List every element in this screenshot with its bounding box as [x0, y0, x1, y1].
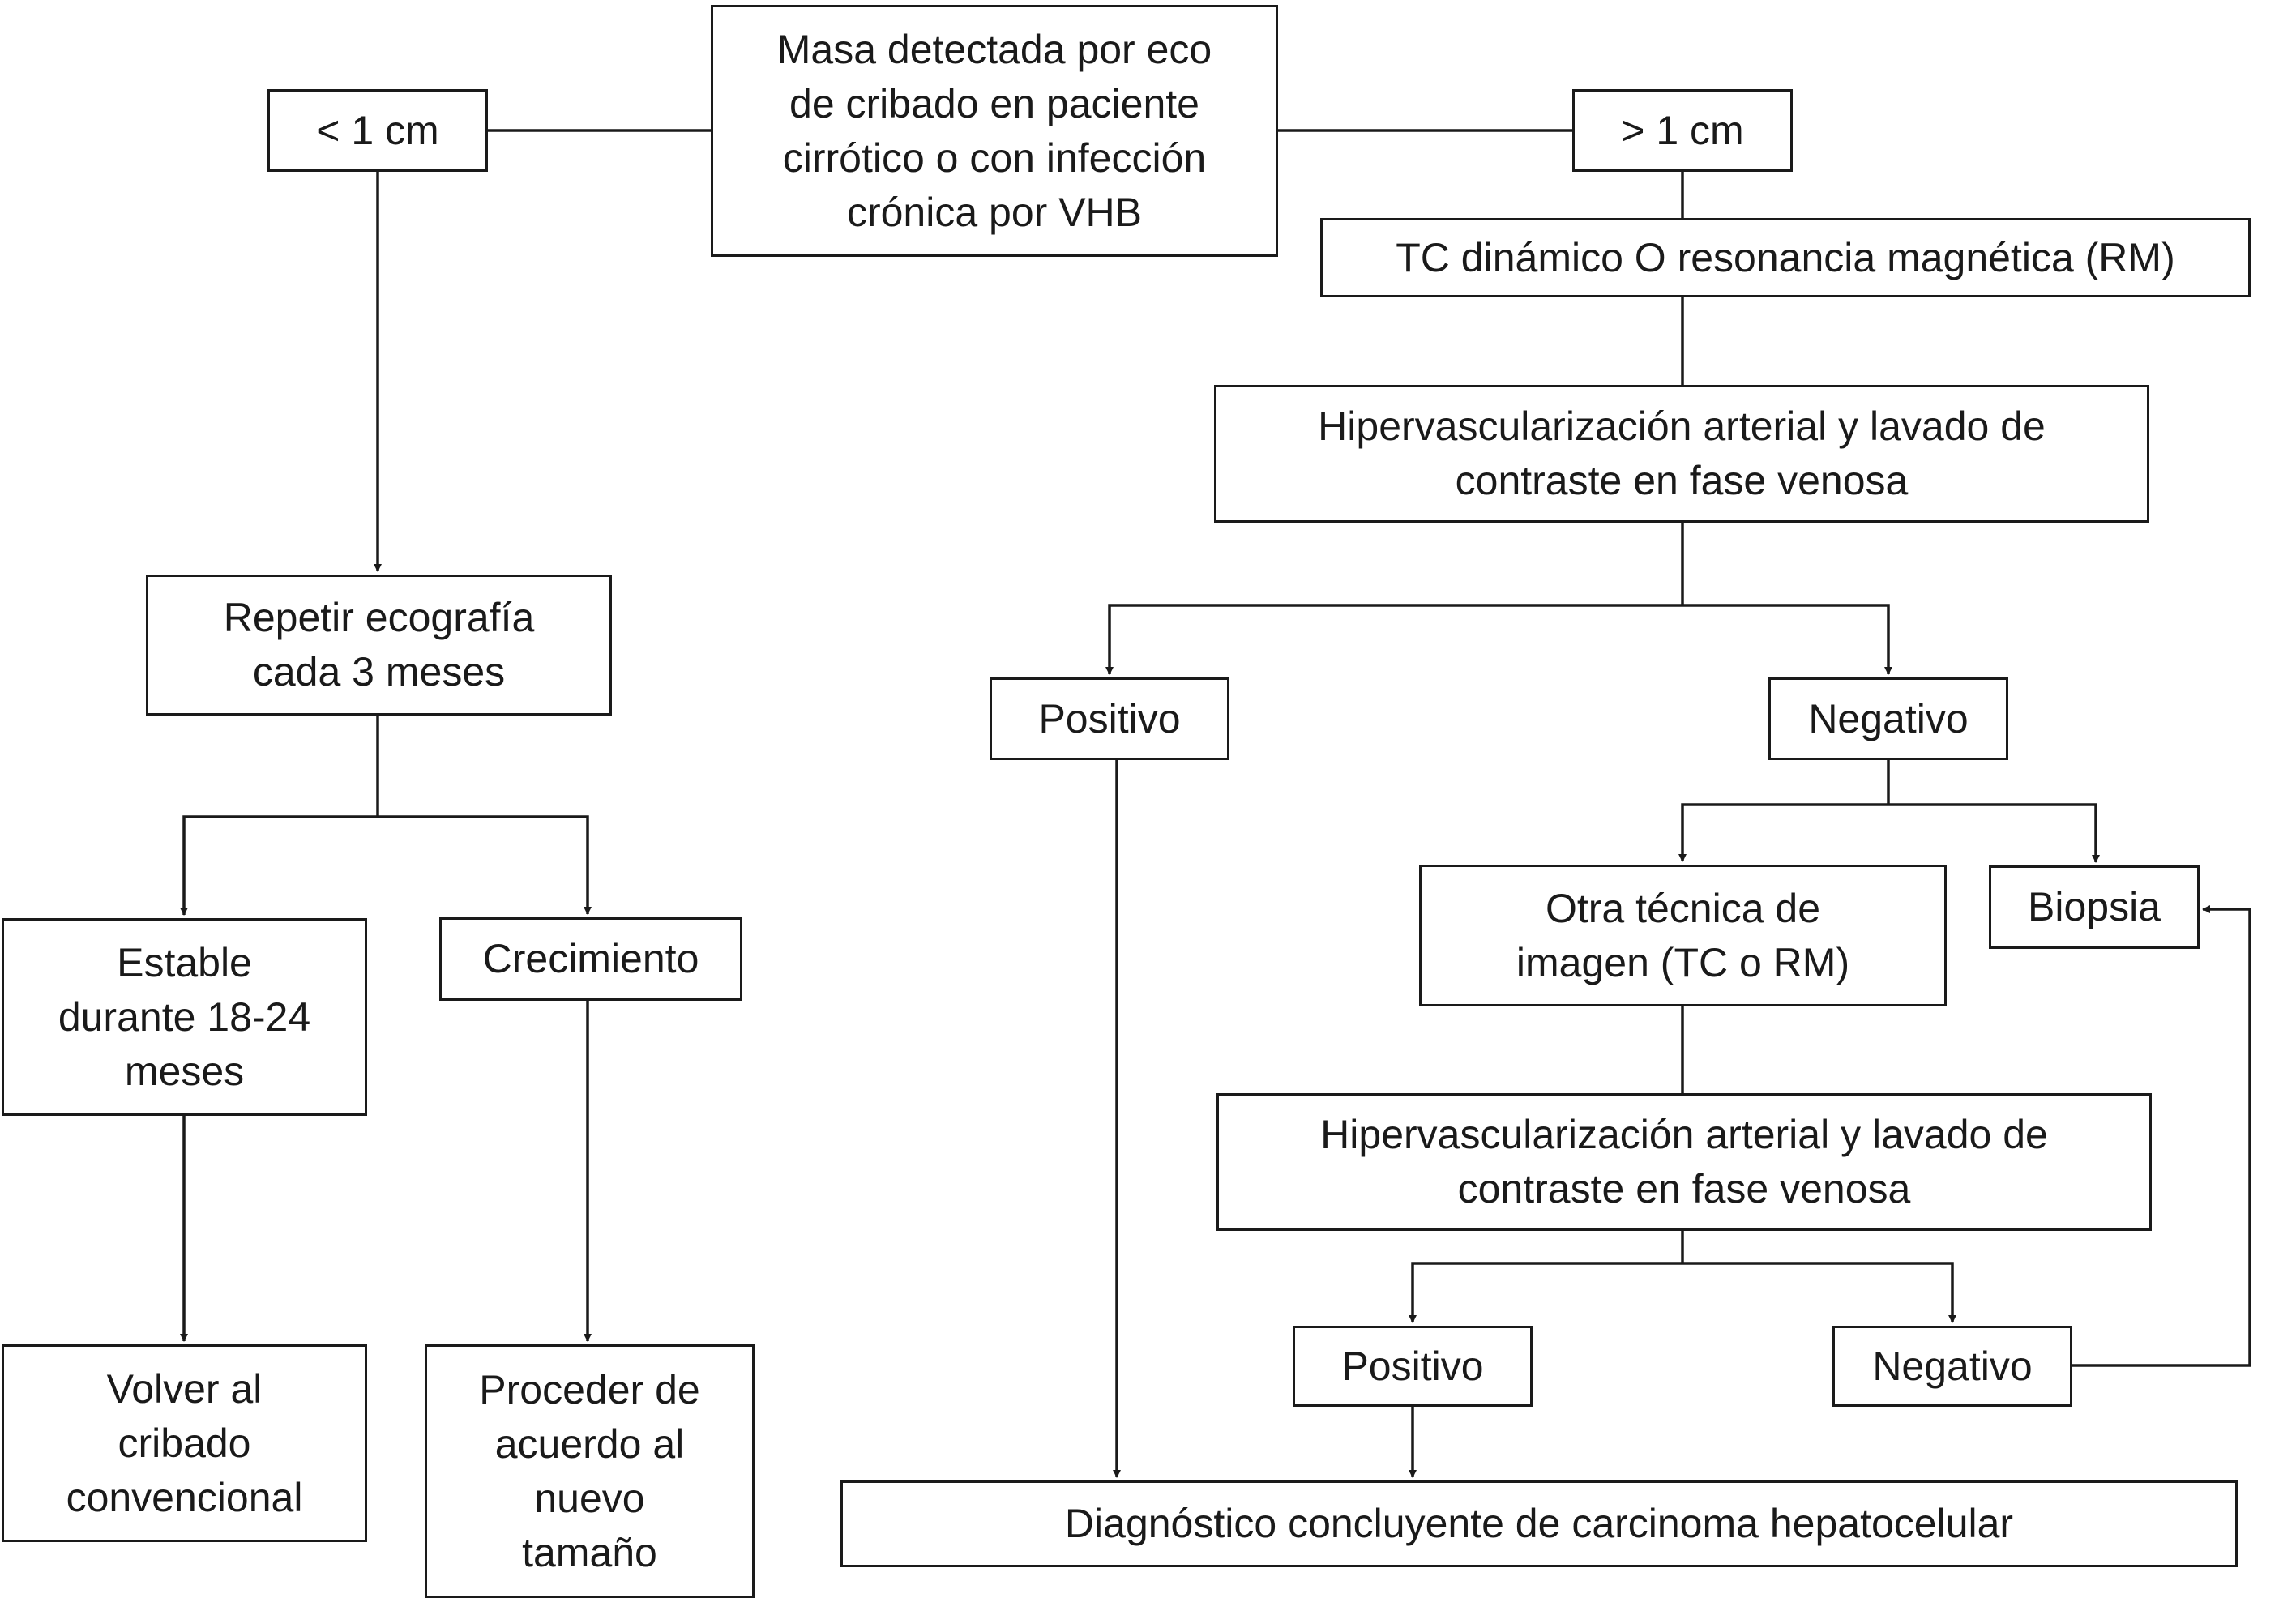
node-hypervascularization-1: Hipervascularización arterial y lavado d… [1214, 385, 2149, 523]
node-proceed-by-size: Proceder de acuerdo al nuevo tamaño [425, 1344, 755, 1598]
node-positive-2: Positivo [1293, 1326, 1533, 1407]
node-greater-than-1cm: > 1 cm [1572, 89, 1793, 172]
node-stable: Estable durante 18-24 meses [2, 918, 367, 1116]
node-return-to-screening: Volver al cribado convencional [2, 1344, 367, 1542]
node-biopsy: Biopsia [1989, 865, 2200, 949]
node-growth: Crecimiento [439, 917, 742, 1001]
node-screening-mass: Masa detectada por eco de cribado en pac… [711, 5, 1278, 257]
connector-to-neg2 [1682, 1262, 1956, 1323]
connector-neg2-biopsia [2072, 905, 2251, 1367]
connector-to-otra [1678, 803, 1888, 862]
connector-to-pos1 [1105, 604, 1682, 675]
node-repeat-ultrasound: Repetir ecografía cada 3 meses [146, 575, 612, 716]
node-negative-2: Negativo [1832, 1326, 2072, 1407]
node-other-imaging: Otra técnica de imagen (TC o RM) [1419, 865, 1947, 1006]
node-positive-1: Positivo [990, 677, 1229, 760]
node-conclusive-diagnosis: Diagnóstico concluyente de carcinoma hep… [840, 1480, 2238, 1567]
connector-to-biopsia [1888, 803, 2100, 863]
node-negative-1: Negativo [1768, 677, 2008, 760]
node-less-than-1cm: < 1 cm [267, 89, 488, 172]
node-ct-or-mri: TC dinámico O resonancia magnética (RM) [1320, 218, 2251, 297]
node-hypervascularization-2: Hipervascularización arterial y lavado d… [1216, 1093, 2152, 1231]
connector-to-neg1 [1682, 604, 1892, 675]
connector-to-crec [378, 815, 592, 915]
connector-to-estable [180, 815, 378, 916]
connector-to-pos2 [1409, 1262, 1682, 1323]
